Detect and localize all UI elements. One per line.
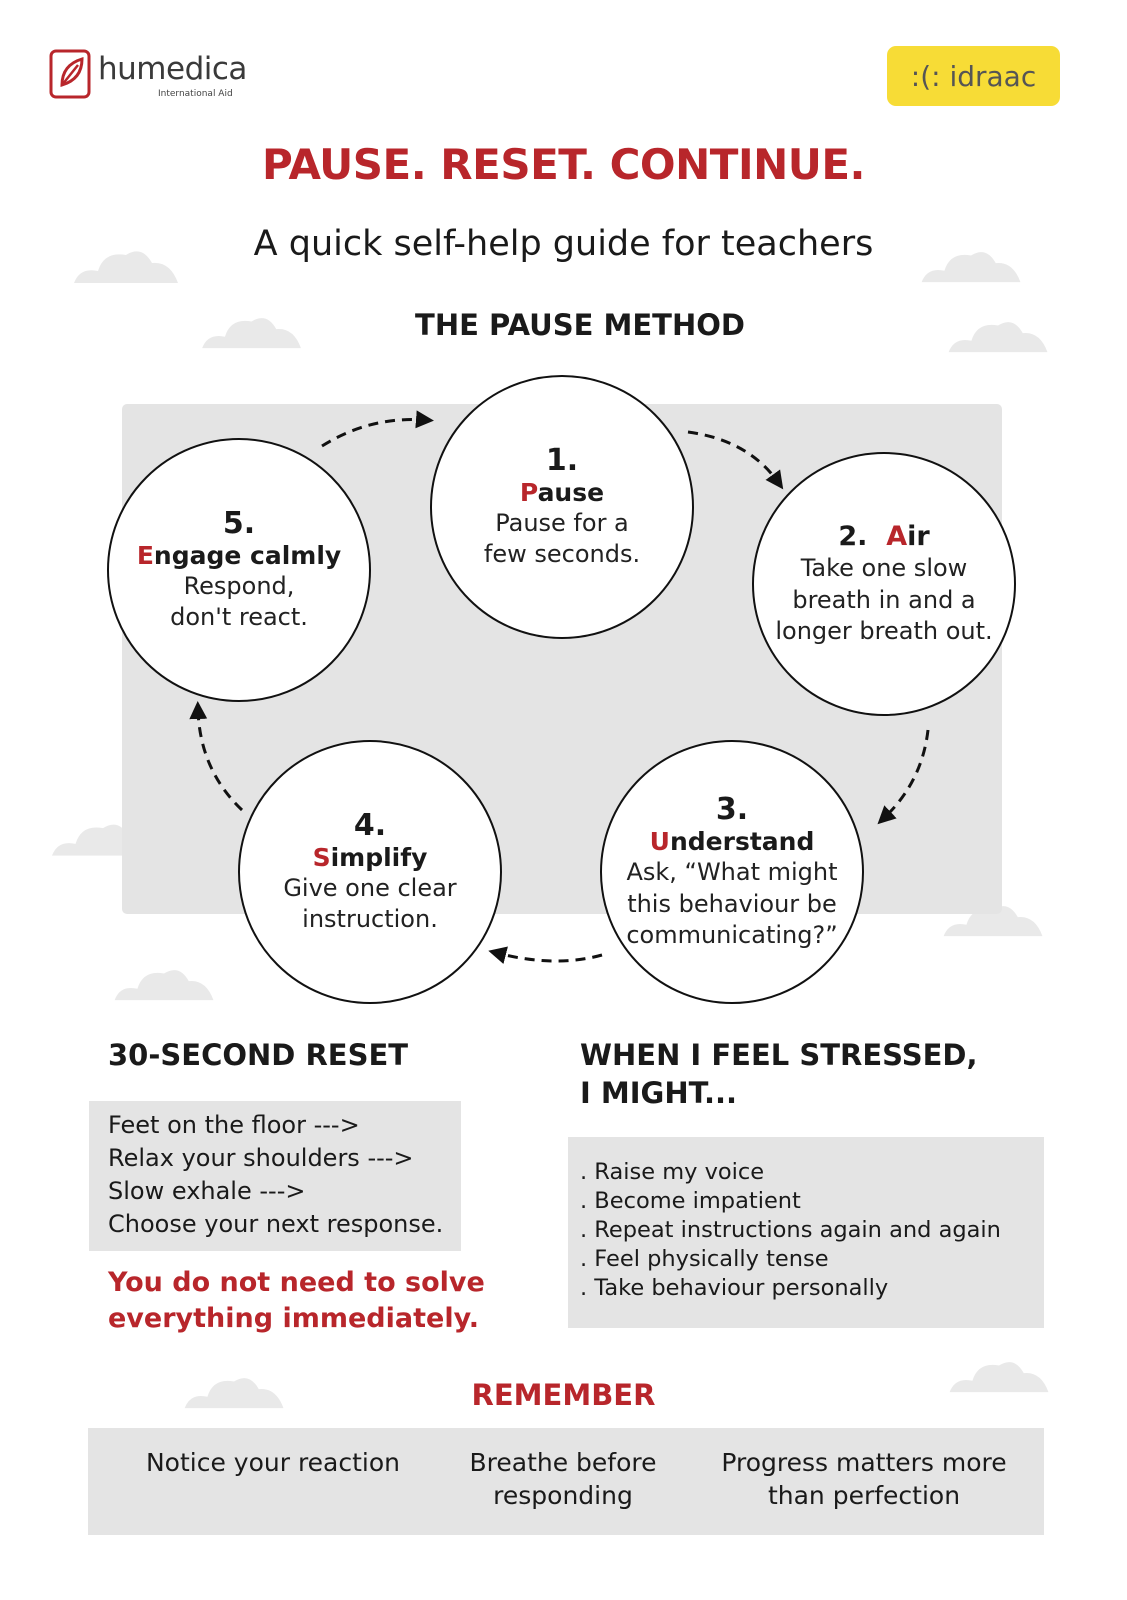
step-number: 3. (715, 792, 749, 828)
remember-item: Notice your reaction (145, 1448, 401, 1477)
arrow-4-to-5 (189, 701, 244, 812)
list-item: Relax your shoulders ---> (108, 1144, 414, 1172)
reset-note: You do not need to solve everything imme… (108, 1265, 485, 1337)
step-description: instruction. (302, 905, 438, 934)
cloud-icon (74, 251, 178, 283)
step-description: don't react. (170, 603, 308, 632)
arrow-5-to-1 (321, 410, 434, 448)
step-description: communicating?” (626, 920, 838, 949)
cloud-icon (184, 1378, 284, 1409)
list-item: Choose your next response. (108, 1210, 444, 1238)
note-line: You do not need to solve (108, 1267, 485, 1298)
cloud-icon (114, 970, 214, 1001)
humedica-subtitle: International Aid (158, 89, 233, 99)
arrow-2-to-3 (877, 729, 930, 825)
step-number: 5. (222, 505, 256, 541)
reset-list: Feet on the floor ---> Relax your should… (89, 1101, 461, 1251)
remember-title: REMEMBER (471, 1378, 656, 1412)
list-item: Slow exhale ---> (108, 1177, 306, 1205)
stress-title: WHEN I FEEL STRESSED, I MIGHT... (580, 1037, 978, 1112)
step-description: this behaviour be (627, 889, 837, 918)
step-description: longer breath out. (775, 616, 993, 645)
list-item: . Become impatient (580, 1188, 801, 1214)
remember-item: Breathe before responding (469, 1448, 657, 1510)
step-engage-circle: 5. Engage calmly Respond, don't react. (107, 438, 371, 702)
reset-title: 30-SECOND RESET (108, 1038, 409, 1072)
arrow-3-to-4 (488, 946, 603, 964)
list-item: . Repeat instructions again and again (580, 1217, 1001, 1243)
note-line: everything immediately. (108, 1303, 479, 1334)
humedica-name: humedica (98, 51, 247, 87)
cloud-icon (202, 318, 301, 349)
list-item: . Take behaviour personally (580, 1275, 889, 1301)
stress-list: . Raise my voice . Become impatient . Re… (568, 1137, 1044, 1328)
step-number: 1. (545, 442, 579, 478)
step-description: Pause for a (495, 508, 629, 537)
step-description: Respond, (183, 571, 295, 600)
list-item: . Feel physically tense (580, 1246, 829, 1272)
step-heading: Pause (519, 477, 605, 507)
step-heading: Understand (649, 827, 815, 857)
list-item: Feet on the floor ---> (108, 1111, 360, 1139)
title-line: WHEN I FEEL STRESSED, (580, 1038, 978, 1072)
step-description: Take one slow (800, 554, 968, 583)
step-heading: Simplify (312, 842, 428, 872)
remember-panel: Notice your reaction Breathe before resp… (88, 1428, 1044, 1535)
step-description: few seconds. (483, 540, 641, 569)
cloud-icon (949, 1362, 1049, 1393)
step-air-circle: 2. Air Take one slow breath in and a lon… (752, 452, 1016, 716)
arrow-1-to-2 (687, 430, 784, 490)
idraac-logo: :(: idraac (887, 46, 1060, 106)
step-heading: Engage calmly (136, 540, 342, 570)
cloud-icon (948, 322, 1048, 353)
step-description: breath in and a (792, 585, 976, 614)
step-description: Give one clear (283, 873, 457, 902)
method-title: THE PAUSE METHOD (415, 308, 745, 342)
humedica-logo: humedica International Aid (48, 45, 248, 105)
page-subtitle: A quick self-help guide for teachers (253, 224, 874, 264)
step-heading: 2. Air (838, 521, 930, 553)
remember-item: Progress matters more than perfection (721, 1448, 1007, 1510)
page-title: PAUSE. RESET. CONTINUE. (262, 140, 865, 189)
step-understand-circle: 3. Understand Ask, “What might this beha… (600, 740, 864, 1004)
step-pause-circle: 1. Pause Pause for a few seconds. (430, 375, 694, 639)
humedica-leaf-icon (49, 49, 91, 99)
cloud-icon (943, 906, 1043, 937)
list-item: . Raise my voice (580, 1159, 765, 1185)
cloud-icon (921, 252, 1021, 283)
title-line: I MIGHT... (580, 1075, 738, 1110)
step-simplify-circle: 4. Simplify Give one clear instruction. (238, 740, 502, 1004)
step-number: 4. (353, 807, 387, 843)
step-description: Ask, “What might (626, 858, 838, 887)
